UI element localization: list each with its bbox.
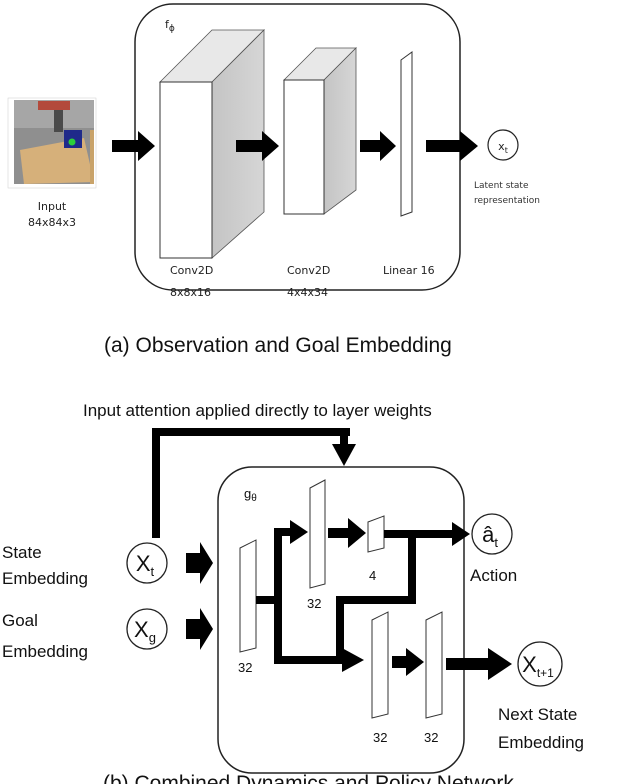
- conv2-dims: 4x4x34: [287, 286, 328, 299]
- next-state-label-line2: Embedding: [498, 733, 584, 752]
- arrow-conv2-to-linear: [360, 131, 396, 161]
- lower-layer-a-size: 32: [373, 730, 387, 745]
- arrow-lower-a-to-b: [392, 648, 424, 676]
- action-label: Action: [470, 566, 517, 585]
- conv1-dims: 8x8x16: [170, 286, 211, 299]
- arrow-upper-to-head: [328, 518, 366, 548]
- arrow-conv1-to-conv2: [236, 131, 279, 161]
- panel-a: fϕ Input 84x84x3 Conv2D 8x8x16: [7, 3, 540, 357]
- f-phi-label: fϕ: [165, 18, 175, 34]
- arrow-linear-to-output: [426, 131, 478, 161]
- caption-b: (b) Combined Dynamics and Policy Network: [103, 772, 514, 784]
- state-node: [126, 542, 168, 584]
- g-theta-module-box: [217, 466, 465, 774]
- caption-a: (a) Observation and Goal Embedding: [104, 334, 452, 357]
- input-layer-size: 32: [238, 660, 252, 675]
- action-head-layer-4: [367, 515, 385, 553]
- state-label-line2: Embedding: [2, 569, 88, 588]
- latent-state-label-line2: representation: [474, 196, 540, 206]
- head-to-lower-branch: [336, 534, 416, 658]
- conv1-name: Conv2D: [170, 264, 213, 277]
- goal-node-label: Xg: [134, 617, 156, 645]
- action-node-label: ât: [482, 522, 498, 550]
- next-state-label-line1: Next State: [498, 705, 577, 724]
- latent-state-label-line1: Latent state: [474, 181, 529, 191]
- latent-state-node: [487, 129, 519, 161]
- latent-state-node-label: xt: [498, 140, 508, 155]
- lower-layer-b-size: 32: [424, 730, 438, 745]
- action-head-size: 4: [369, 568, 376, 583]
- goal-label-line1: Goal: [2, 611, 38, 630]
- arrow-goal-to-input: [186, 608, 213, 650]
- attention-note: Input attention applied directly to laye…: [83, 401, 432, 420]
- linear-16-layer: [400, 51, 413, 217]
- next-state-node: [517, 641, 563, 687]
- input-layer-32: [239, 539, 257, 653]
- goal-node: [126, 608, 168, 650]
- g-theta-label: gθ: [244, 486, 257, 504]
- head-output-line: [384, 530, 454, 538]
- upper-layer-size: 32: [307, 596, 321, 611]
- arrow-to-action: [452, 522, 470, 546]
- goal-label-line2: Embedding: [2, 642, 88, 661]
- state-node-label: Xt: [136, 551, 155, 579]
- conv2-name: Conv2D: [287, 264, 330, 277]
- arrow-input-to-conv1: [112, 131, 155, 161]
- input-image-thumbnail: [7, 97, 97, 189]
- arrow-state-to-input: [186, 542, 213, 584]
- input-label: Input: [38, 200, 67, 213]
- linear-name: Linear 16: [383, 264, 435, 277]
- lower-layer-b-32: [425, 611, 443, 719]
- conv2d-layer-2: [283, 47, 357, 215]
- panel-b: Input attention applied directly to laye…: [2, 401, 584, 784]
- action-node: [471, 513, 513, 555]
- input-size-label: 84x84x3: [28, 216, 76, 229]
- input-layer-connections: [256, 520, 364, 672]
- lower-layer-a-32: [371, 611, 389, 719]
- attention-arrow: [152, 428, 356, 538]
- next-state-node-label: Xt+1: [522, 652, 554, 680]
- upper-layer-32: [309, 479, 326, 589]
- state-label-line1: State: [2, 543, 42, 562]
- conv2d-layer-1: [159, 29, 265, 259]
- arrow-to-next-state: [446, 648, 512, 680]
